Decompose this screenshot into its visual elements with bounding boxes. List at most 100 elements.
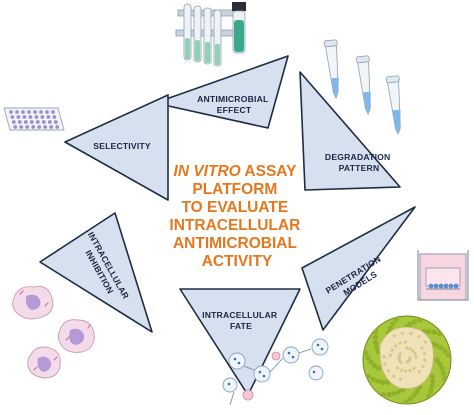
well	[23, 120, 28, 124]
triangle-selectivity	[64, 94, 169, 201]
triangle-penetration-models	[301, 206, 416, 331]
spheroid-core-cell	[413, 351, 417, 356]
spheroid-cell	[393, 316, 399, 322]
well	[25, 125, 30, 129]
well	[33, 110, 37, 114]
spheroid-cell	[375, 365, 381, 372]
well	[51, 110, 55, 114]
spheroid-cell	[380, 392, 386, 398]
spheroid-core-cell	[382, 355, 386, 359]
spheroid-core-cell	[422, 352, 427, 356]
spheroid-core-cell	[411, 349, 415, 353]
well	[43, 125, 48, 129]
spheroid-cell	[434, 342, 440, 349]
spheroid-cell	[417, 317, 423, 323]
spheroid-cell	[426, 393, 432, 399]
well	[35, 120, 40, 124]
well	[29, 120, 34, 124]
spheroid-core-cell	[405, 346, 409, 350]
well	[21, 110, 25, 114]
macrophage-cells-icon	[12, 286, 95, 379]
well	[39, 110, 43, 114]
microcentrifuge-tubes-icon	[323, 39, 401, 136]
well	[45, 110, 49, 114]
well	[40, 115, 45, 119]
spheroid-core-cell	[399, 368, 403, 372]
spheroid-core-cell	[397, 356, 401, 361]
triangle-intracellular-fate	[179, 288, 301, 396]
spheroid-cell	[446, 352, 452, 358]
test-tubes-icon	[175, 2, 246, 67]
spheroid-core-cell	[408, 347, 412, 351]
spheroid-core-cell	[388, 353, 392, 357]
well	[11, 120, 16, 124]
well	[53, 120, 58, 124]
spheroid-core-cell	[412, 366, 416, 370]
spheroid-core-cell	[391, 374, 396, 378]
well	[49, 125, 54, 129]
spheroid-cell	[407, 396, 414, 402]
well	[46, 115, 51, 119]
spheroid-cell	[429, 383, 435, 389]
spheroid-cell	[375, 378, 381, 384]
spheroid-core-cell	[405, 360, 409, 364]
spheroid-cell	[428, 388, 434, 394]
well	[55, 125, 60, 129]
spheroid-cell	[390, 321, 396, 327]
spheroid-core-cell	[386, 369, 390, 373]
spheroid-core-cell	[393, 344, 398, 348]
spheroid-cell	[442, 375, 448, 382]
well	[17, 120, 22, 124]
spheroid-cell	[412, 319, 418, 325]
spheroid-core-cell	[423, 340, 427, 344]
well	[27, 110, 31, 114]
center-title: IN VITRO ASSAY PLATFORM TO EVALUATE INTR…	[169, 163, 304, 270]
spheroid-cell	[363, 350, 369, 356]
well	[15, 110, 19, 114]
spheroid-core-cell	[395, 366, 400, 370]
transwell-insert-icon	[417, 250, 469, 301]
spheroid-cell	[436, 330, 443, 336]
spheroid-cell	[384, 380, 390, 386]
spheroid-cell	[371, 363, 378, 369]
spheroid-core-cell	[383, 362, 387, 366]
spheroid-cell	[441, 370, 447, 376]
spheroid-cell	[368, 359, 374, 365]
label-selectivity: SELECTIVITY	[93, 141, 151, 151]
spheroid-core-cell	[390, 348, 394, 352]
well	[47, 120, 52, 124]
spheroid-cell	[365, 355, 371, 361]
spheroid-cell	[373, 339, 379, 345]
well	[41, 120, 46, 124]
spheroid-cell	[372, 334, 379, 340]
well	[31, 125, 36, 129]
well	[37, 125, 42, 129]
spheroid-cell	[431, 329, 437, 335]
spheroid-cell	[411, 392, 417, 398]
spheroid-core-cell	[409, 331, 413, 336]
label-antimicrobial-effect: ANTIMICROBIAL EFFECT	[197, 94, 271, 115]
triangle-intracellular-inhibition	[39, 212, 153, 333]
spheroid-cell	[429, 378, 436, 384]
well	[16, 115, 21, 119]
spheroid-core-cell	[414, 355, 418, 359]
spheroid-cell	[365, 373, 371, 379]
spheroid-cell	[387, 325, 393, 331]
well	[19, 125, 24, 129]
spheroid-cell	[438, 345, 444, 351]
spheroid-cell	[442, 348, 448, 354]
spheroid-cell	[373, 329, 379, 335]
spheroid-core-cell	[404, 369, 408, 373]
spheroid-core-cell	[417, 334, 421, 339]
spheroid-core-cell	[420, 346, 424, 350]
spheroid-icon	[362, 315, 452, 405]
spheroid-cell	[373, 344, 380, 350]
spheroid-cell	[396, 389, 402, 395]
triangle-antimicrobial-effect	[154, 55, 289, 129]
well	[28, 115, 33, 119]
spheroid-cell	[426, 328, 432, 335]
spheroid-core-cell	[398, 352, 402, 356]
spheroid-cell	[437, 361, 443, 367]
spheroid-core-cell	[421, 364, 425, 368]
